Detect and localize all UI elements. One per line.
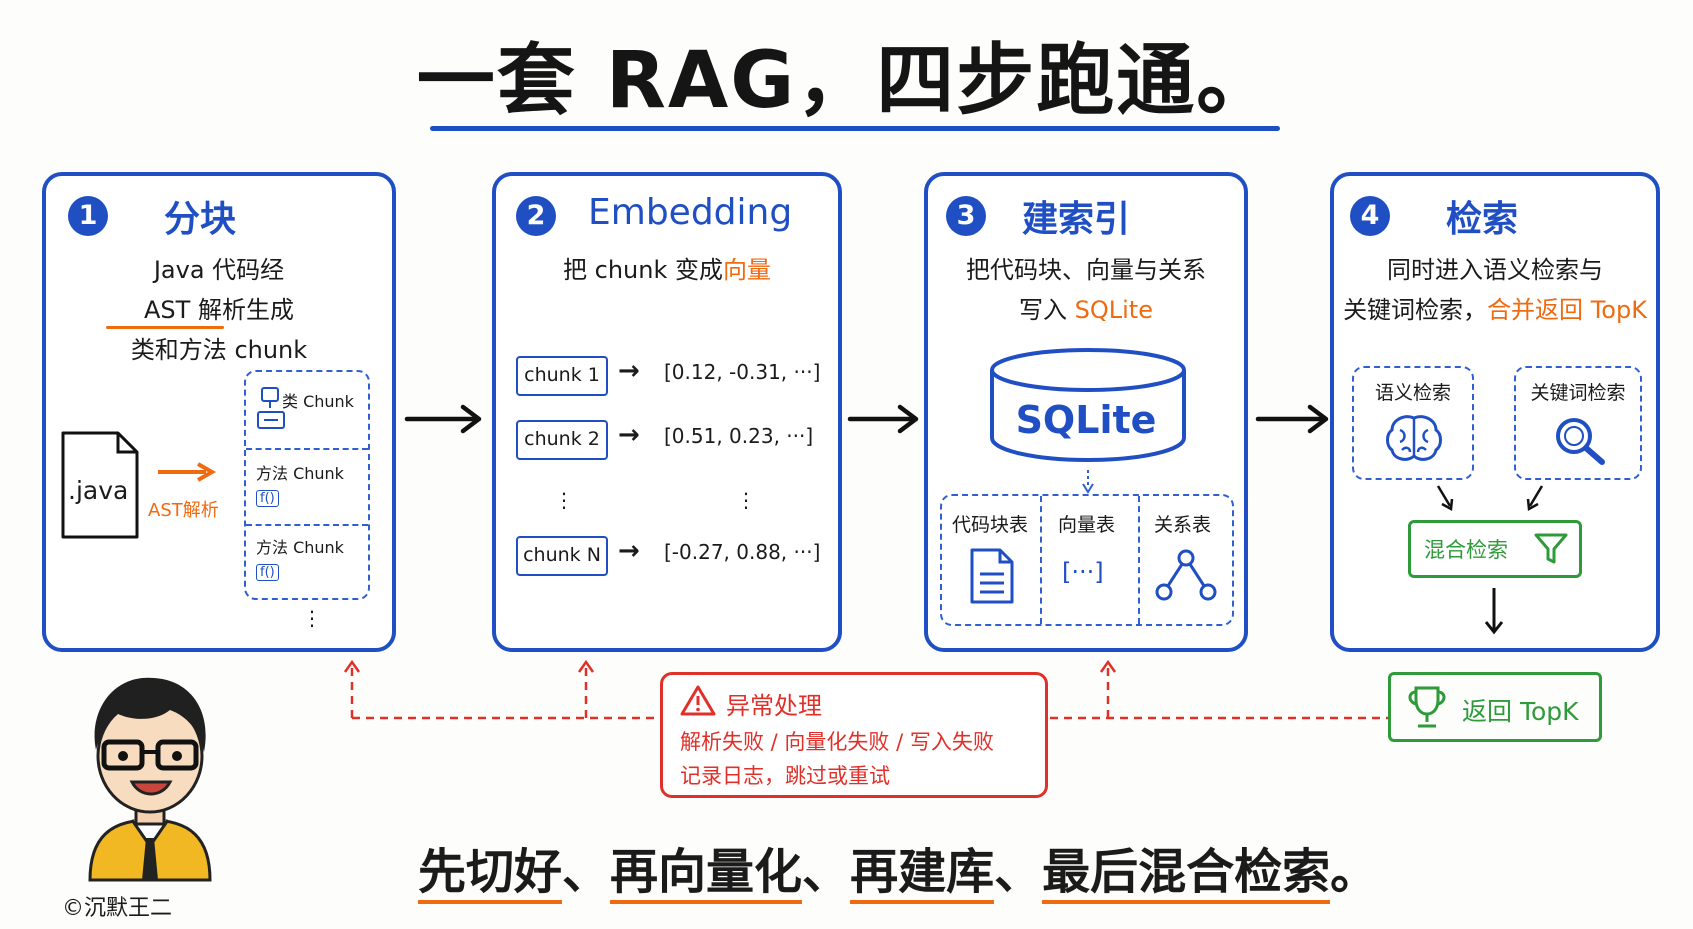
arrow-down-icon <box>1484 588 1504 635</box>
chunk-1-box: chunk 1 <box>516 356 608 396</box>
database-label: SQLite <box>1015 398 1157 442</box>
title-underline <box>430 126 1280 131</box>
vector-1: [0.12, -0.31, ···] <box>664 360 821 384</box>
method-chunk-label-2: 方法 Chunk <box>256 538 344 557</box>
step-4-panel: 4 检索 同时进入语义检索与 关键词检索，合并返回 TopK 语义检索 关键词检… <box>1330 172 1660 652</box>
step-3-title: 建索引 <box>1022 199 1131 240</box>
step-2-number: 2 <box>516 196 556 236</box>
step-1-title: 分块 <box>164 199 237 240</box>
step-1-line-3: 类和方法 chunk <box>130 336 308 364</box>
ast-underline <box>106 326 224 329</box>
error-line-2: 记录日志，跳过或重试 <box>680 764 890 788</box>
java-file-label: .java <box>68 476 129 505</box>
footer-slogan: 先切好、再向量化、再建库、最后混合检索。 <box>418 832 1379 904</box>
semantic-search-label: 语义检索 <box>1374 382 1451 404</box>
footer-sep-2: 、 <box>802 844 851 900</box>
fn-badge-1: f() <box>256 490 279 507</box>
step-4-number: 4 <box>1350 196 1390 236</box>
ellipsis-right: ⋮ <box>736 488 756 512</box>
step-3-line-1: 把代码块、向量与关系 <box>966 256 1206 284</box>
arrow-down-icon <box>1082 470 1094 494</box>
step-1-line-1: Java 代码经 <box>153 256 285 284</box>
filter-icon <box>1534 533 1568 564</box>
semantic-search-box <box>1352 366 1474 480</box>
footer-sep-3: 、 <box>994 844 1043 900</box>
fn-badge-2: f() <box>256 564 279 581</box>
arrow-right-icon <box>847 404 919 434</box>
error-title: 异常处理 <box>726 692 822 720</box>
return-topk-label: 返回 TopK <box>1462 697 1579 726</box>
code-table-label: 代码块表 <box>952 514 1029 536</box>
chunk-list <box>244 370 370 600</box>
step-4-title: 检索 <box>1446 199 1519 240</box>
table-group <box>940 494 1234 626</box>
ast-arrow-icon <box>158 462 217 482</box>
step-4-line-2-highlight: 合并返回 TopK <box>1487 296 1647 324</box>
footer-sep-1: 、 <box>562 844 611 900</box>
method-chunk-label-1: 方法 Chunk <box>256 464 344 483</box>
page-title: 一套 RAG，四步跑通。 <box>416 36 1277 126</box>
ellipsis-left: ⋮ <box>554 488 574 512</box>
step-2-desc-plain: 把 chunk 变成 <box>563 256 723 284</box>
footer-part-1: 先切好 <box>418 844 563 904</box>
step-3-line-2: 写入 SQLite <box>928 290 1244 330</box>
arrow-right-icon <box>1255 404 1329 434</box>
return-topk-box <box>1388 672 1602 742</box>
arrow-small-icon: → <box>618 420 640 450</box>
java-file-icon <box>61 431 139 539</box>
step-3-line-2-highlight: SQLite <box>1074 296 1153 324</box>
step-2-desc: 把 chunk 变成向量 <box>496 250 838 290</box>
footer-part-3: 再建库 <box>850 844 995 904</box>
hybrid-search-label: 混合检索 <box>1424 538 1508 562</box>
copyright-label: ©沉默王二 <box>62 896 173 921</box>
step-3-number: 3 <box>946 196 986 236</box>
graph-icon <box>1155 549 1217 601</box>
more-chunks: ⋮ <box>302 606 322 630</box>
error-handling-box <box>660 672 1048 798</box>
vector-2: [0.51, 0.23, ···] <box>664 424 814 448</box>
arrow-small-icon: → <box>618 356 640 386</box>
chunk-2-box: chunk 2 <box>516 420 608 460</box>
relation-table-label: 关系表 <box>1154 514 1212 536</box>
step-2-desc-highlight: 向量 <box>722 256 771 284</box>
step-4-line-1: 同时进入语义检索与 <box>1387 256 1603 284</box>
footer-part-2: 再向量化 <box>610 844 803 904</box>
error-line-1: 解析失败 / 向量化失败 / 写入失败 <box>680 730 994 754</box>
step-4-line-2-plain: 关键词检索， <box>1343 296 1488 324</box>
merge-arrows-icon <box>1436 485 1544 512</box>
footer-end: 。 <box>1330 844 1379 900</box>
footer-part-4: 最后混合检索 <box>1042 844 1331 904</box>
arrow-small-icon: → <box>618 536 640 566</box>
step-1-number: 1 <box>68 196 108 236</box>
document-icon <box>970 548 1014 604</box>
vector-table-label: 向量表 <box>1058 514 1116 536</box>
brain-icon <box>1386 415 1442 461</box>
trophy-icon <box>1408 686 1446 728</box>
hybrid-search-box <box>1408 520 1582 578</box>
warning-icon <box>680 685 716 716</box>
ast-parse-label: AST解析 <box>148 500 219 521</box>
step-4-line-2: 关键词检索，合并返回 TopK <box>1334 290 1656 330</box>
keyword-search-label: 关键词检索 <box>1530 382 1626 404</box>
step-3-panel: 3 建索引 把代码块、向量与关系 写入 SQLite SQLite 代码块表 向… <box>924 172 1248 652</box>
step-2-title: Embedding <box>588 192 793 233</box>
step-1-panel: 1 分块 Java 代码经 AST 解析生成 类和方法 chunk .java … <box>42 172 396 652</box>
class-icon <box>257 387 285 429</box>
database-icon <box>990 348 1186 462</box>
keyword-search-box <box>1514 366 1642 480</box>
arrow-right-icon <box>404 404 482 434</box>
vector-glyph: [···] <box>1062 558 1104 586</box>
magnifier-icon <box>1556 418 1605 465</box>
step-3-line-2-plain: 写入 <box>1019 296 1067 324</box>
chunk-n-box: chunk N <box>516 536 608 576</box>
avatar <box>88 677 212 882</box>
vector-n: [-0.27, 0.88, ···] <box>664 540 821 564</box>
step-2-panel: 2 Embedding 把 chunk 变成向量 chunk 1 → [0.12… <box>492 172 842 652</box>
step-1-line-2: AST 解析生成 <box>144 296 294 324</box>
class-chunk-label: 类 Chunk <box>282 392 354 411</box>
